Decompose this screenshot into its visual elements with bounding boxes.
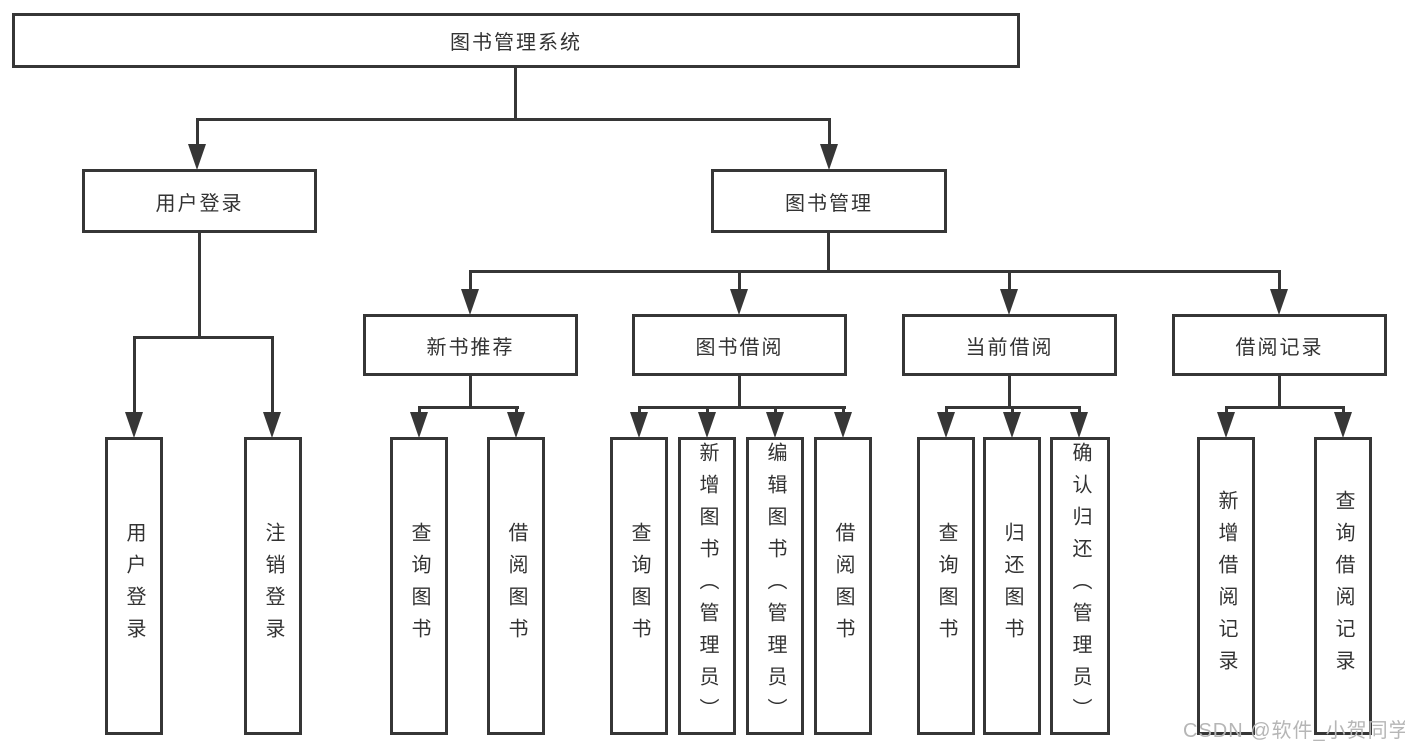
connector-cb-drop bbox=[1008, 270, 1011, 290]
connector-level3-bar bbox=[469, 270, 1281, 273]
arrowhead-cb-query-books bbox=[937, 412, 955, 438]
arrowhead-br-add-record bbox=[1217, 412, 1235, 438]
node-label: 查询图书 bbox=[935, 522, 957, 650]
node-current-borrow: 当前借阅 bbox=[902, 314, 1117, 376]
node-label: 查询图书 bbox=[628, 522, 650, 650]
arrowhead-nb-query-books bbox=[410, 412, 428, 438]
node-label: 图书借阅 bbox=[695, 336, 784, 359]
connector-book-mgmt-drop bbox=[828, 118, 831, 146]
connector-leaf-drop bbox=[418, 406, 421, 415]
node-label: 编辑图书（管理员） bbox=[764, 442, 786, 730]
node-label: 确认归还（管理员） bbox=[1069, 442, 1091, 730]
node-root-system: 图书管理系统 bbox=[12, 13, 1020, 68]
node-label: 注销登录 bbox=[262, 522, 284, 650]
arrowhead-bb-add-books bbox=[698, 412, 716, 438]
node-leaf-bb-query-books: 查询图书 bbox=[610, 437, 668, 735]
arrowhead-logout bbox=[263, 412, 281, 438]
connector-user-login-drop bbox=[196, 118, 199, 146]
connector-leaf-drop bbox=[1225, 406, 1228, 415]
node-label: 归还图书 bbox=[1001, 522, 1023, 650]
arrowhead-cb-return-books bbox=[1003, 412, 1021, 438]
connector-leaf-drop bbox=[945, 406, 948, 415]
connector-bb-drop bbox=[738, 270, 741, 290]
connector-user-login-stem bbox=[198, 233, 201, 338]
connector-leaf-drop bbox=[638, 406, 641, 415]
arrowhead-bb-borrow-books bbox=[834, 412, 852, 438]
node-book-borrow: 图书借阅 bbox=[632, 314, 847, 376]
arrowhead-bb-edit-books bbox=[766, 412, 784, 438]
node-leaf-br-add-record: 新增借阅记录 bbox=[1197, 437, 1255, 735]
node-user-login-branch: 用户登录 bbox=[82, 169, 317, 233]
connector-leaf-drop bbox=[1342, 406, 1345, 415]
connector-br-bar bbox=[1225, 406, 1344, 409]
node-label: 新书推荐 bbox=[426, 336, 515, 359]
connector-logout-drop bbox=[271, 336, 274, 415]
node-label: 新增借阅记录 bbox=[1215, 490, 1237, 682]
node-label: 借阅图书 bbox=[505, 522, 527, 650]
connector-br-drop bbox=[1278, 270, 1281, 290]
node-leaf-nb-query-books: 查询图书 bbox=[390, 437, 448, 735]
node-label: 借阅记录 bbox=[1235, 336, 1324, 359]
connector-leaf-drop bbox=[1011, 406, 1014, 415]
node-label: 用户登录 bbox=[155, 192, 244, 215]
arrowhead-br-query-record bbox=[1334, 412, 1352, 438]
node-leaf-logout: 注销登录 bbox=[244, 437, 302, 735]
csdn-watermark: CSDN @软件_小贺同学 bbox=[1183, 720, 1405, 742]
node-leaf-bb-add-books-admin: 新增图书（管理员） bbox=[678, 437, 736, 735]
node-leaf-cb-confirm-return-admin: 确认归还（管理员） bbox=[1050, 437, 1110, 735]
connector-nbr-bar bbox=[418, 406, 519, 409]
connector-nbr-stem bbox=[469, 376, 472, 409]
node-leaf-nb-borrow-books: 借阅图书 bbox=[487, 437, 545, 735]
connector-book-mgmt-stem bbox=[827, 233, 830, 272]
connector-bb-stem bbox=[738, 376, 741, 409]
arrowhead-book-borrow bbox=[730, 289, 748, 315]
connector-user-login-bar bbox=[133, 336, 274, 339]
connector-br-stem bbox=[1278, 376, 1281, 409]
node-label: 查询借阅记录 bbox=[1332, 490, 1354, 682]
node-label: 查询图书 bbox=[408, 522, 430, 650]
connector-leaf-drop bbox=[706, 406, 709, 415]
node-leaf-cb-return-books: 归还图书 bbox=[983, 437, 1041, 735]
node-leaf-user-login: 用户登录 bbox=[105, 437, 163, 735]
node-label: 用户登录 bbox=[123, 522, 145, 650]
arrowhead-user-login bbox=[188, 144, 206, 170]
connector-leaf-drop bbox=[1078, 406, 1081, 415]
connector-login-drop bbox=[133, 336, 136, 415]
node-leaf-br-query-record: 查询借阅记录 bbox=[1314, 437, 1372, 735]
connector-level2-bar bbox=[196, 118, 830, 121]
connector-bb-bar bbox=[638, 406, 846, 409]
arrowhead-current-borrow bbox=[1000, 289, 1018, 315]
node-leaf-bb-borrow-books: 借阅图书 bbox=[814, 437, 872, 735]
node-leaf-bb-edit-books-admin: 编辑图书（管理员） bbox=[746, 437, 804, 735]
node-label: 图书管理 bbox=[785, 192, 873, 215]
connector-leaf-drop bbox=[774, 406, 777, 415]
node-borrow-records: 借阅记录 bbox=[1172, 314, 1387, 376]
connector-leaf-drop bbox=[515, 406, 518, 415]
connector-root-stem bbox=[514, 68, 517, 120]
node-leaf-cb-query-books: 查询图书 bbox=[917, 437, 975, 735]
arrowhead-new-book-recommend bbox=[461, 289, 479, 315]
connector-leaf-drop bbox=[842, 406, 845, 415]
node-label: 图书管理系统 bbox=[450, 32, 582, 54]
arrowhead-bb-query-books bbox=[630, 412, 648, 438]
arrowhead-book-mgmt bbox=[820, 144, 838, 170]
arrowhead-cb-confirm-return bbox=[1070, 412, 1088, 438]
connector-cb-stem bbox=[1008, 376, 1011, 409]
arrowhead-nb-borrow-books bbox=[507, 412, 525, 438]
node-label: 借阅图书 bbox=[832, 522, 854, 650]
node-book-management-branch: 图书管理 bbox=[711, 169, 947, 233]
node-new-book-recommend: 新书推荐 bbox=[363, 314, 578, 376]
arrowhead-login bbox=[125, 412, 143, 438]
arrowhead-borrow-records bbox=[1270, 289, 1288, 315]
node-label: 新增图书（管理员） bbox=[696, 442, 718, 730]
connector-nbr-drop bbox=[469, 270, 472, 290]
node-label: 当前借阅 bbox=[965, 336, 1054, 359]
